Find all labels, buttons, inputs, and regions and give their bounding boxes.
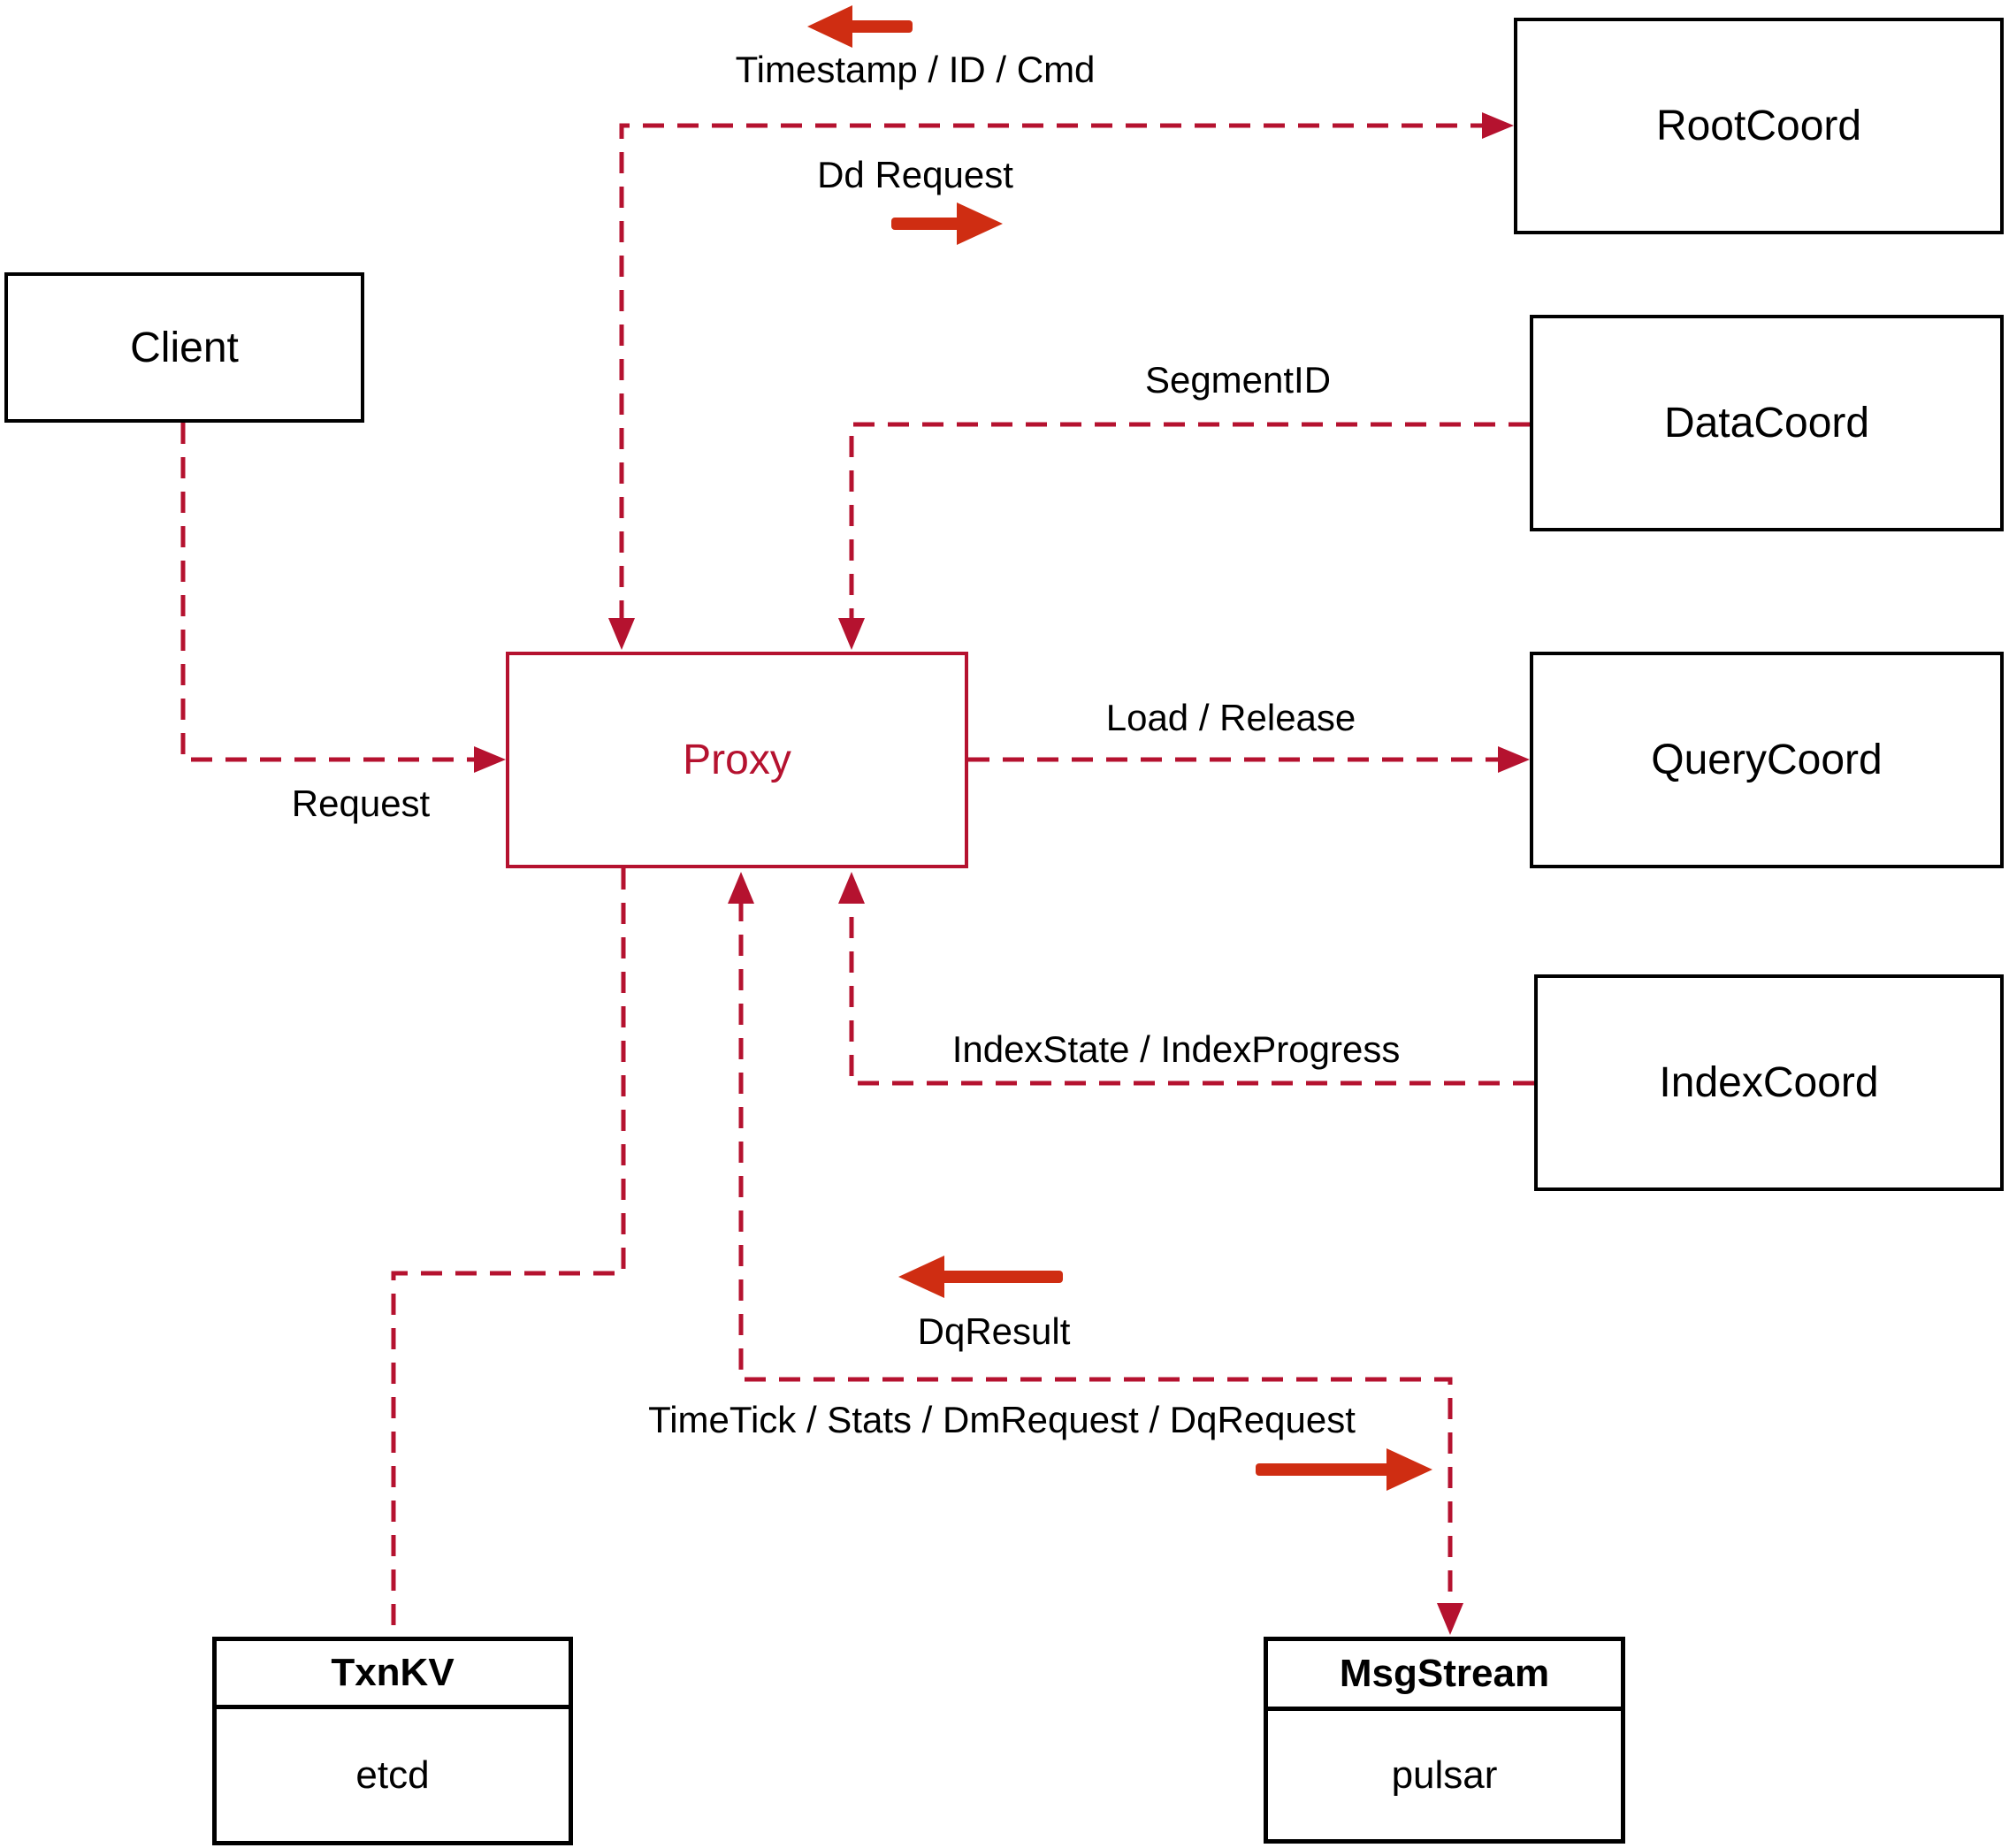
edge-label-load-release: Load / Release: [1105, 697, 1356, 738]
indexcoord-node: IndexCoord: [1534, 974, 2004, 1191]
edge-label-timestamp-id-cmd: Timestamp / ID / Cmd: [735, 49, 1096, 90]
arrow-left-icon: [807, 5, 913, 48]
edge-label-timetick: TimeTick / Stats / DmRequest / DqRequest: [648, 1399, 1356, 1440]
arrowhead-into-proxy-bottom-right-icon: [838, 872, 865, 904]
msgstream-title: MsgStream: [1268, 1641, 1621, 1711]
connector-indexcoord-proxy: [849, 900, 1534, 1086]
edge-label-request: Request: [291, 783, 431, 824]
datacoord-label: DataCoord: [1663, 400, 1870, 447]
querycoord-node: QueryCoord: [1530, 652, 2004, 868]
connector-proxy-msgstream: [738, 900, 1453, 1607]
indexcoord-label: IndexCoord: [1659, 1059, 1879, 1106]
proxy-label: Proxy: [683, 737, 791, 783]
txnkv-title: TxnKV: [217, 1641, 569, 1709]
txnkv-subtitle: etcd: [355, 1753, 430, 1797]
edge-label-index-state: IndexState / IndexProgress: [951, 1028, 1401, 1070]
edge-label-segment-id: SegmentID: [1144, 359, 1332, 401]
connector-proxy-txnkv: [391, 868, 626, 1637]
arrowhead-into-proxy-top-left-icon: [608, 618, 635, 650]
msgstream-subtitle: pulsar: [1391, 1753, 1498, 1797]
arrow-left-icon: [898, 1256, 1063, 1298]
connector-client-proxy: [180, 423, 477, 762]
txnkv-node: TxnKV etcd: [212, 1637, 573, 1845]
edge-label-dd-request: Dd Request: [817, 154, 1013, 195]
arrowhead-into-rootcoord-icon: [1482, 112, 1514, 139]
arrowhead-into-querycoord-icon: [1498, 746, 1530, 773]
querycoord-label: QueryCoord: [1651, 737, 1883, 783]
arrow-right-icon: [1256, 1448, 1432, 1491]
datacoord-node: DataCoord: [1530, 315, 2004, 531]
msgstream-node: MsgStream pulsar: [1264, 1637, 1625, 1844]
arrowhead-into-proxy-top-right-icon: [838, 618, 865, 650]
client-node: Client: [4, 272, 364, 423]
client-label: Client: [130, 324, 239, 371]
connector-proxy-rootcoord: [619, 123, 1486, 622]
rootcoord-label: RootCoord: [1655, 103, 1862, 149]
arrowhead-into-proxy-left-icon: [474, 746, 506, 773]
connector-datacoord-proxy: [849, 422, 1530, 622]
proxy-node: Proxy: [506, 652, 968, 868]
arrowhead-into-proxy-bottom-left-icon: [728, 872, 754, 904]
arrowhead-into-msgstream-icon: [1437, 1603, 1463, 1635]
rootcoord-node: RootCoord: [1514, 18, 2004, 234]
edge-label-dq-result: DqResult: [917, 1310, 1071, 1352]
arrow-right-icon: [891, 202, 1003, 245]
